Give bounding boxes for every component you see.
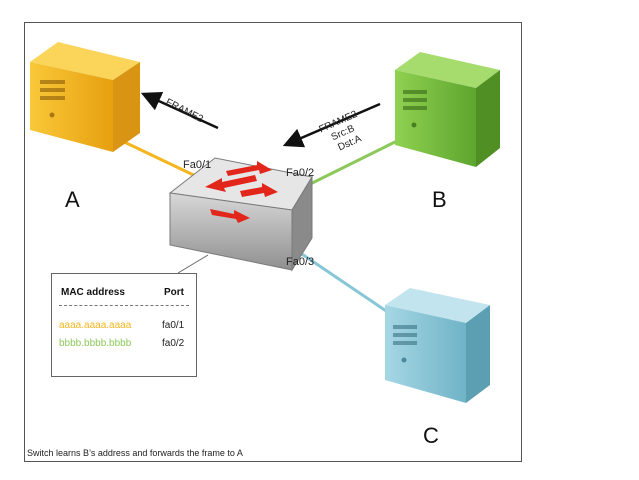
- server-c-icon: [385, 288, 490, 403]
- mac-address-table: MAC address Port aaaa.aaaa.aaaa fa0/1 bb…: [51, 273, 197, 377]
- port-label-fa0-2: Fa0/2: [286, 167, 314, 179]
- switch-arrow-icon: [226, 161, 272, 176]
- mac-row-2-address: bbbb.bbbb.bbbb: [59, 338, 132, 349]
- device-label-b: B: [432, 187, 447, 212]
- frame-in-arrow: [282, 102, 381, 148]
- port-label-fa0-3: Fa0/3: [286, 256, 314, 268]
- table-connector: [177, 254, 209, 274]
- frame-out-arrow: [140, 92, 219, 130]
- device-label-c: C: [423, 423, 439, 448]
- mac-row-2-port: fa0/2: [162, 338, 185, 349]
- server-a-icon: [30, 42, 140, 152]
- frame-out-label: FRAME2: [164, 97, 206, 125]
- port-header: Port: [164, 287, 184, 298]
- link-c: [289, 244, 393, 317]
- switch-arrow-icon: [205, 175, 257, 192]
- mac-row-1-address: aaaa.aaaa.aaaa: [59, 320, 132, 331]
- table-separator: [59, 305, 189, 306]
- port-label-fa0-1: Fa0/1: [183, 159, 211, 171]
- switch-arrow-icon: [240, 183, 278, 197]
- server-b-icon: [395, 52, 500, 167]
- device-label-a: A: [65, 187, 80, 212]
- diagram-caption: Switch learns B’s address and forwards t…: [27, 448, 243, 458]
- mac-header: MAC address: [61, 287, 125, 298]
- mac-row-1-port: fa0/1: [162, 320, 185, 331]
- switch-arrow-icon: [210, 209, 250, 223]
- switch-icon: [168, 157, 313, 272]
